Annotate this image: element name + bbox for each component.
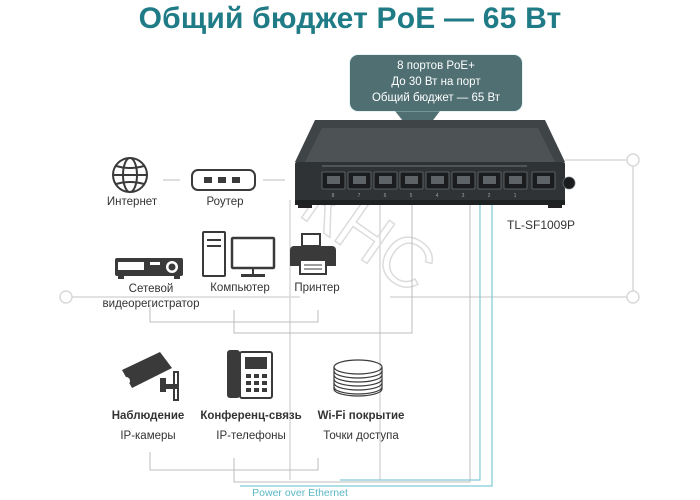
poe-footer-label: Power over Ethernet <box>252 487 348 499</box>
ip-phone-icon <box>227 350 273 399</box>
data-connections <box>149 179 471 483</box>
nvr-label-line2: видеорегистратор <box>102 298 200 310</box>
phone-subtitle: IP-телефоны <box>216 430 286 442</box>
access-point-icon <box>333 359 383 397</box>
port-label: 5 <box>410 193 413 199</box>
port-label: 3 <box>462 193 465 199</box>
camera-icon <box>122 352 179 401</box>
nvr-icon <box>115 258 183 279</box>
internet-label: Интернет <box>106 196 158 208</box>
port-label: 6 <box>384 193 387 199</box>
router-label: Роутер <box>206 196 244 208</box>
page-title: Общий бюджет PoE — 65 Вт <box>138 2 562 35</box>
router-icon <box>191 169 256 191</box>
port-label: 1 <box>514 193 517 199</box>
printer-label: Принтер <box>294 282 340 294</box>
computer-label: Компьютер <box>210 282 270 294</box>
port-label: 8 <box>332 193 335 199</box>
globe-icon <box>112 157 148 193</box>
callout-line-per-port: До 30 Вт на порт <box>391 76 481 88</box>
camera-title: Наблюдение <box>111 410 185 422</box>
port-label: 4 <box>436 193 439 199</box>
poe-connections <box>240 205 493 487</box>
port-label: 7 <box>358 193 361 199</box>
callout-line-budget: Общий бюджет — 65 Вт <box>371 92 501 104</box>
poe-info-callout: 8 портов PoE+ До 30 Вт на порт Общий бюд… <box>350 55 522 111</box>
phone-title: Конференц-связь <box>200 410 302 422</box>
ap-title: Wi-Fi покрытие <box>317 410 405 422</box>
nvr-label-line1: Сетевой <box>128 283 174 295</box>
printer-icon <box>290 233 336 275</box>
callout-line-ports: 8 портов PoE+ <box>397 60 475 72</box>
port-number-labels: 8 7 6 5 4 3 2 1 <box>332 193 517 199</box>
camera-subtitle: IP-камеры <box>120 430 176 442</box>
ap-subtitle: Точки доступа <box>323 430 399 442</box>
computer-icon <box>202 231 276 277</box>
nvr-label: Сетевой видеорегистратор <box>90 282 212 312</box>
port-label: 2 <box>488 193 491 199</box>
switch-model-label: TL-SF1009P <box>507 218 576 232</box>
switch-device <box>295 120 576 208</box>
